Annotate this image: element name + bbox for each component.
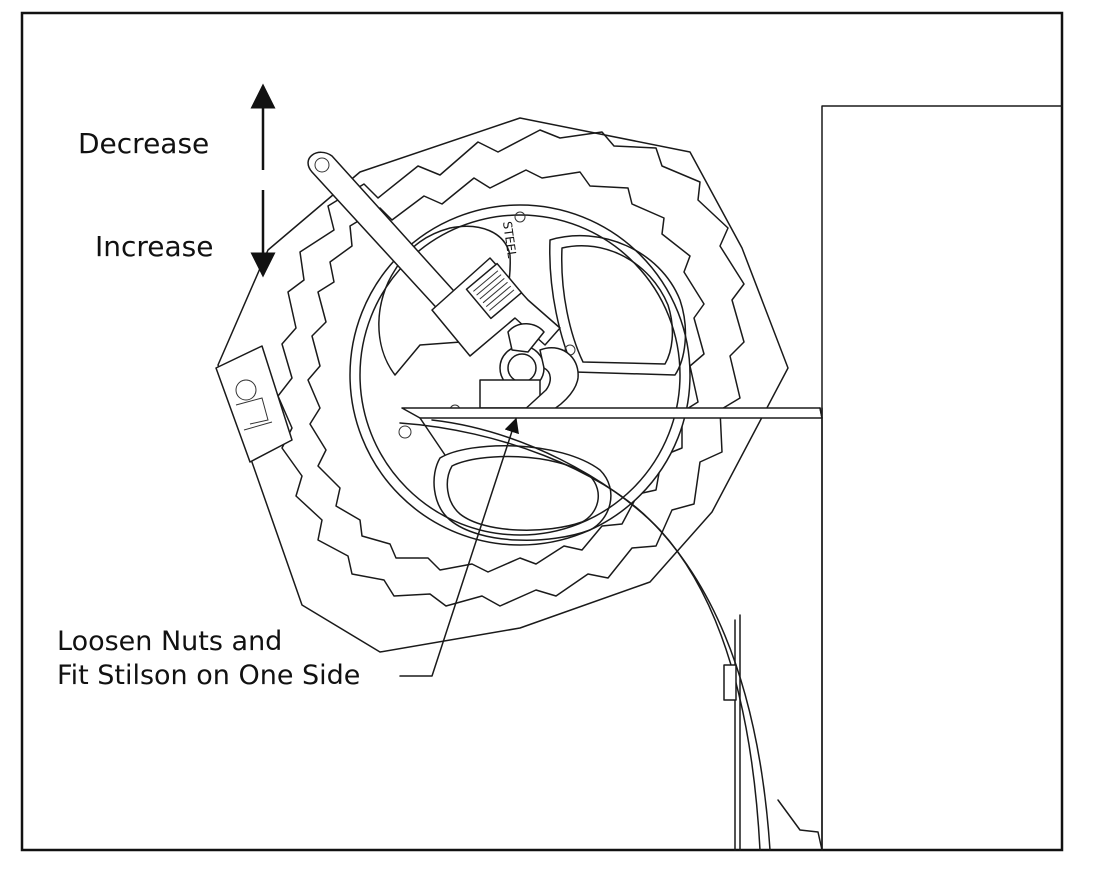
label-increase: Increase [95,230,214,263]
label-decrease: Decrease [78,127,209,160]
note-line-1: Loosen Nuts and [57,626,282,657]
sprocket-band-inner [307,169,705,573]
hub-disc-ring [359,214,681,536]
sprocket-band-outer [277,129,745,607]
note-leader-line [399,417,519,677]
stilson-wrench [307,151,579,415]
hub-cutouts [378,211,687,541]
drawing-frame [20,11,1064,852]
axle [479,345,545,409]
header-plate [401,407,823,456]
hub-marking: STEEL [500,220,519,259]
wall-box [821,105,1063,851]
end-bracket [215,345,293,463]
note-line-2: Fit Stilson on One Side [57,660,360,691]
curtain-curve [399,419,823,851]
